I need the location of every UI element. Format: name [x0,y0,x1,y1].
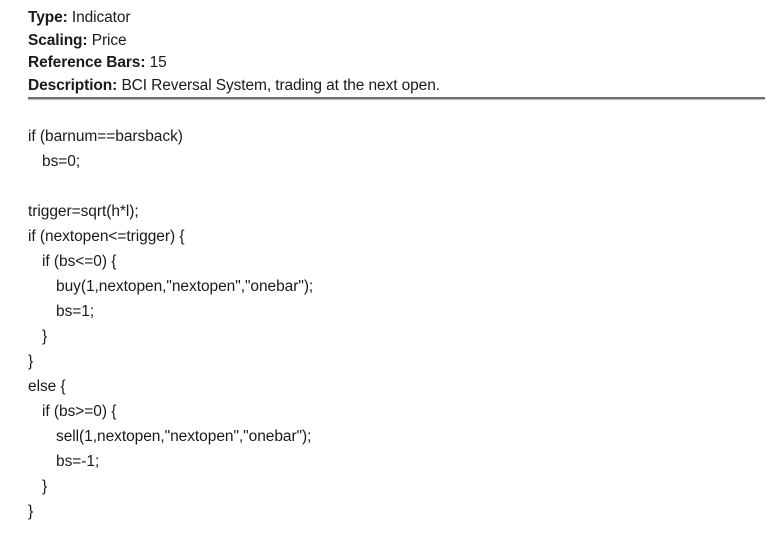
code-line: } [42,478,48,495]
metadata-label: Scaling: [28,31,88,49]
metadata-label: Type: [28,9,68,26]
metadata-label: Reference Bars: [28,54,146,71]
code-line: } [28,503,34,520]
code-line: trigger=sqrt(h*l); [28,203,139,220]
code-line-blank [28,174,768,199]
code-line: } [28,353,34,370]
metadata-row: Description: BCI Reversal System, tradin… [28,75,768,98]
code-line: else { [28,378,66,395]
code-line: bs=-1; [56,453,100,470]
metadata-value: BCI Reversal System, trading at the next… [117,76,440,94]
code-line: bs=1; [56,303,95,320]
code-line: bs=0; [42,153,81,170]
header-divider-rule [28,97,765,100]
code-line: if (nextopen<=trigger) { [28,228,185,245]
metadata-row: Reference Bars: 15 [28,52,768,75]
code-line: buy(1,nextopen,"nextopen","onebar"); [56,278,314,295]
code-line: if (barnum==barsback) [28,128,183,145]
code-line: } [42,328,48,345]
code-line: if (bs>=0) { [42,403,117,420]
metadata-row: Type: Indicator [28,7,768,30]
code-listing: if (barnum==barsback) bs=0; trigger=sqrt(h… [28,124,768,524]
metadata-value: Indicator [67,9,131,26]
metadata-row: Scaling: Price [28,30,768,53]
code-line: sell(1,nextopen,"nextopen","onebar"); [56,428,312,445]
metadata-label: Description: [28,76,118,94]
metadata-value: Price [87,31,127,49]
metadata-value: 15 [145,54,167,71]
code-line: if (bs<=0) { [42,253,117,270]
